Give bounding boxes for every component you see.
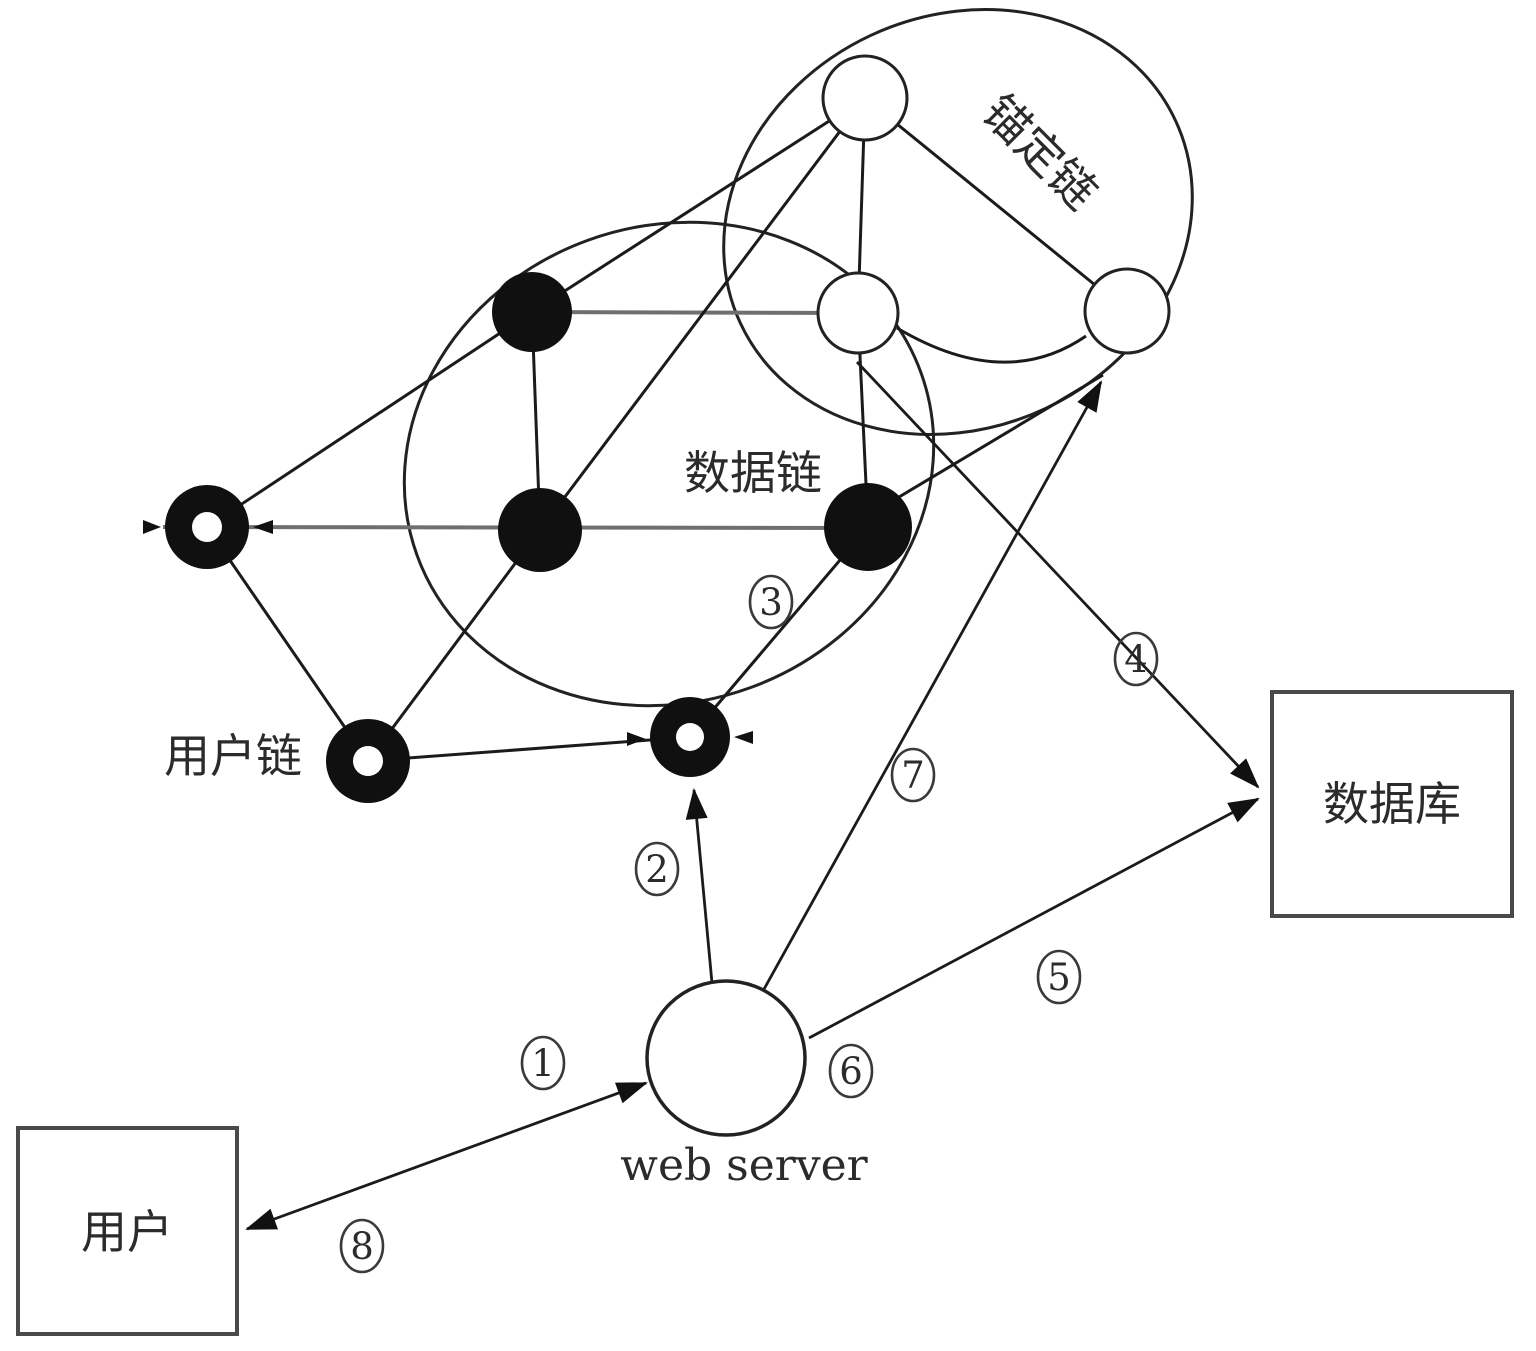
- step-3-digit: 3: [759, 581, 783, 624]
- anchor-chain-node-3: [1083, 267, 1171, 355]
- step-4-ring: [1113, 631, 1159, 687]
- edge-data2-anchor1: [538, 97, 867, 531]
- step-5-digit: 5: [1047, 956, 1071, 999]
- step-8-digit: 8: [350, 1225, 374, 1268]
- step-badge-5: 5: [1036, 949, 1082, 1005]
- network-edges: [162, 96, 1128, 763]
- database-box: [1270, 690, 1514, 918]
- step-6-ring: [828, 1043, 874, 1099]
- flow-arrows: [245, 361, 1260, 1231]
- user-chain-node-3-hole: [676, 723, 704, 751]
- step-3-ring: [748, 574, 794, 630]
- step-8-ring: [339, 1218, 385, 1274]
- web-server-circle: [645, 979, 807, 1137]
- data-chain-label: 数据链: [684, 447, 822, 499]
- flow-webserver-userchain-2: [685, 788, 714, 984]
- user-chain-node-2-hole: [353, 746, 383, 776]
- edge-user2-user3: [367, 735, 691, 763]
- step-badge-2: 2: [634, 841, 680, 897]
- tick-into-user3-left: [627, 732, 646, 746]
- edge-user2-data2: [366, 529, 542, 762]
- flow-user-webserver-1-8: [245, 1081, 648, 1231]
- anchor-chain-node-2: [816, 271, 900, 355]
- step-7-ring: [890, 747, 936, 803]
- edge-user3-data3: [688, 526, 870, 738]
- user-label: 用户: [81, 1206, 173, 1258]
- edge-data3-anchor3: [873, 373, 1104, 514]
- step-2-digit: 2: [645, 848, 669, 891]
- edge-anchor1-anchor3: [864, 96, 1128, 313]
- edge-user1-user2: [205, 526, 370, 762]
- step-6-digit: 6: [839, 1050, 863, 1093]
- edge-user1-data1: [206, 310, 533, 529]
- step-badge-8: 8: [339, 1218, 385, 1274]
- web-server-label: web server: [620, 1140, 868, 1191]
- step-badge-3: 3: [748, 574, 794, 630]
- edge-data1-anchor2: [531, 310, 859, 315]
- user-box: [16, 1126, 239, 1336]
- data-chain-node-1: [492, 272, 572, 352]
- edge-anchor2-anchor3: [896, 326, 1087, 364]
- flow-anchorchain-database-4: [855, 361, 1260, 789]
- database-label: 数据库: [1323, 778, 1461, 830]
- edge-data1-anchor1: [531, 96, 866, 314]
- step-1-ring: [520, 1035, 566, 1091]
- data-chain-node-2: [498, 488, 582, 572]
- step-2-ring: [634, 841, 680, 897]
- tick-into-user1-right: [253, 520, 273, 534]
- step-7-digit: 7: [901, 754, 925, 797]
- step-badge-7: 7: [890, 747, 936, 803]
- step-4-digit: 4: [1124, 638, 1148, 681]
- step-1-digit: 1: [531, 1042, 555, 1085]
- user-chain-label: 用户链: [164, 730, 302, 782]
- anchor-chain-label: 锚定链: [973, 85, 1107, 219]
- anchor-chain-node-1: [821, 54, 909, 142]
- user-chain-node-1-hole: [192, 512, 222, 542]
- step-badge-1: 1: [520, 1035, 566, 1091]
- step-badge-6: 6: [828, 1043, 874, 1099]
- step-5-ring: [1036, 949, 1082, 1005]
- flow-webserver-database-5-6: [808, 797, 1260, 1040]
- flow-webserver-anchorchain-7: [761, 380, 1103, 992]
- data-chain-node-3: [824, 483, 912, 571]
- tick-into-user1-left: [143, 520, 161, 534]
- step-badge-4: 4: [1113, 631, 1159, 687]
- tick-into-user3-right: [734, 731, 753, 744]
- data-chain-boundary: [402, 220, 936, 708]
- anchor-chain-boundary: [722, 8, 1194, 436]
- nodes: [143, 54, 1171, 803]
